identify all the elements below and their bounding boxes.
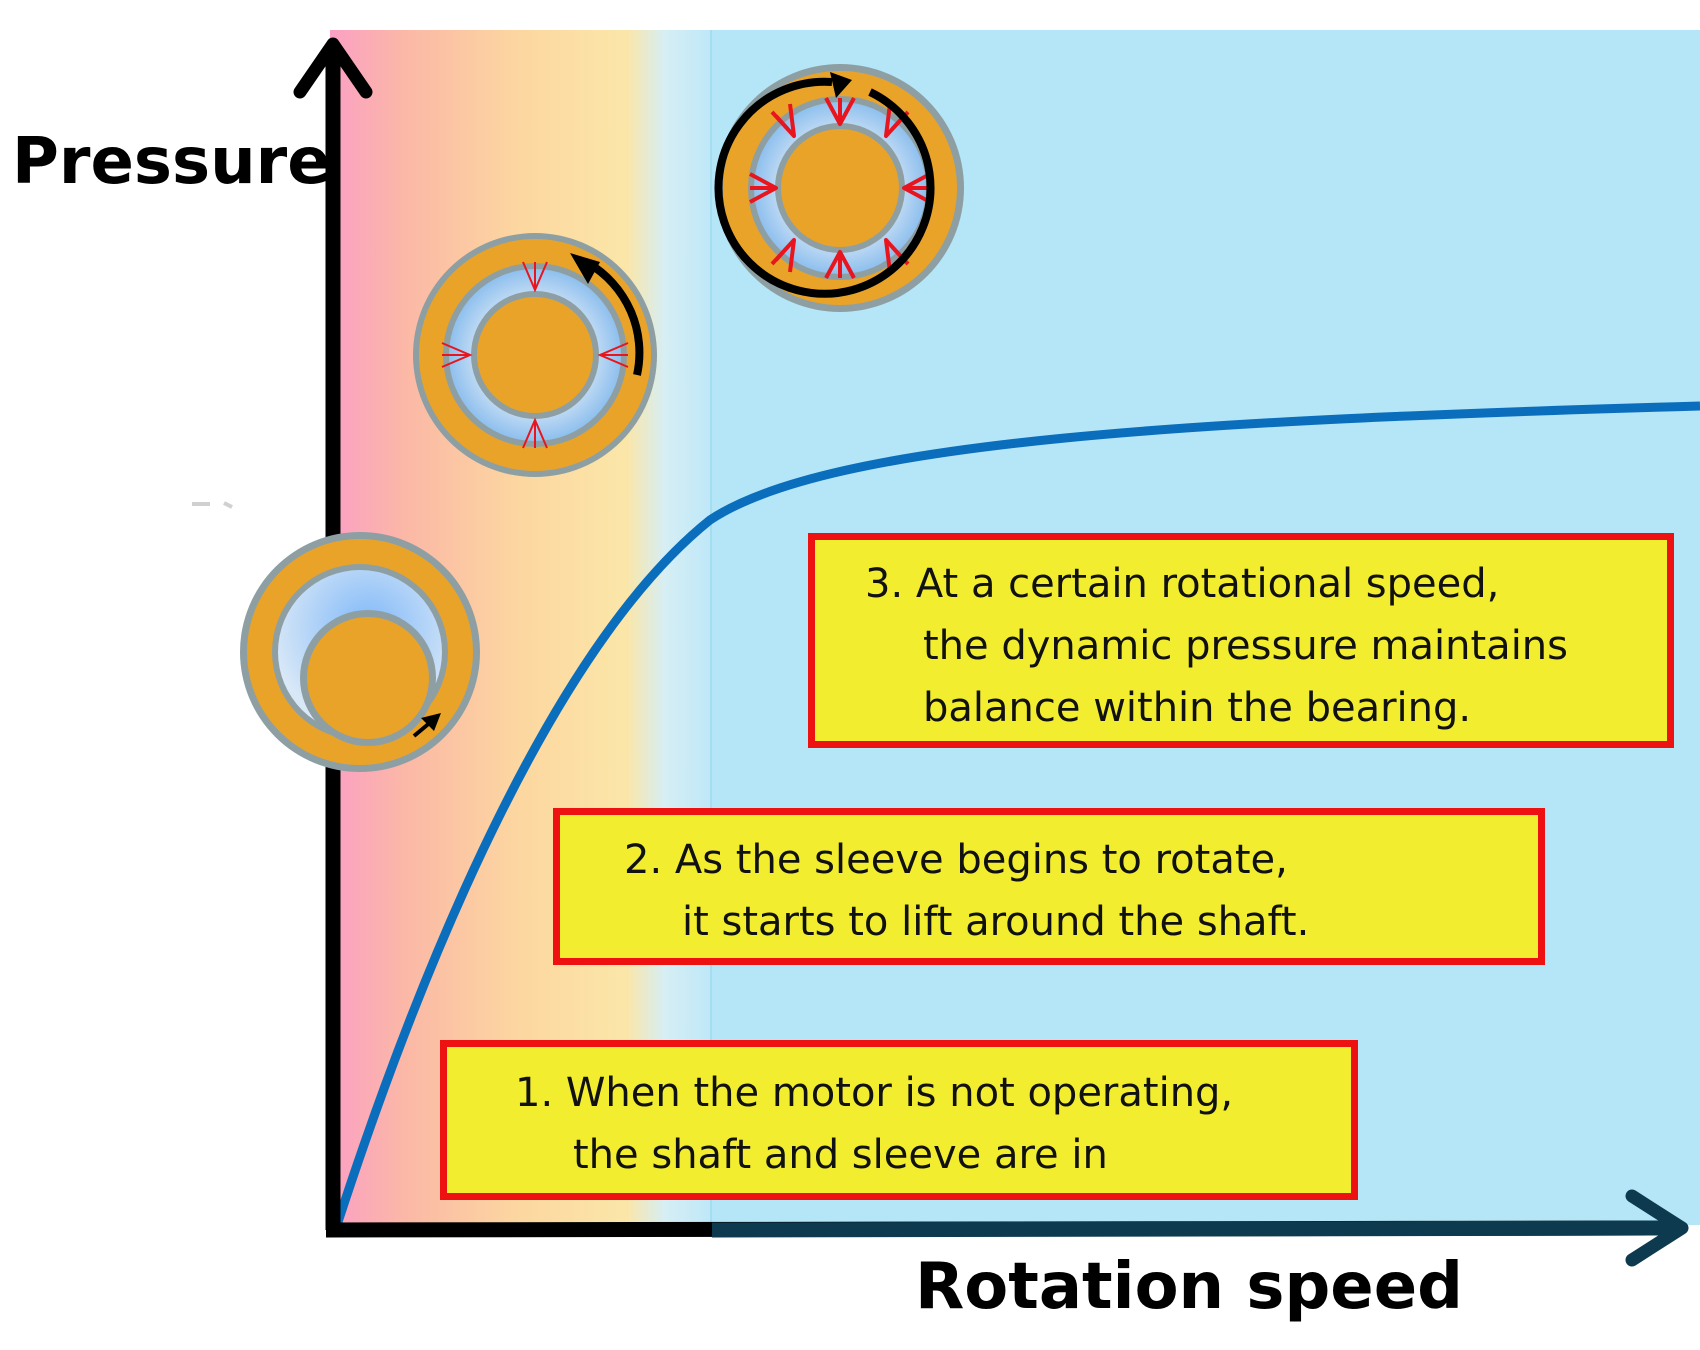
callout-stage-3-line-3: balance within the bearing.	[923, 685, 1472, 731]
y-axis-label: Pressure	[12, 125, 331, 199]
callout-stage-2-line-1: 2. As the sleeve begins to rotate,	[624, 837, 1288, 883]
callout-stage-3-line-1: 3. At a certain rotational speed,	[865, 561, 1500, 607]
x-axis-label: Rotation speed	[915, 1250, 1463, 1324]
bearing-lifting-icon	[413, 233, 657, 477]
x-axis-arrowhead	[1625, 1189, 1689, 1267]
y-axis-arrowhead	[293, 37, 373, 99]
callout-stage-3-line-2: the dynamic pressure maintains	[923, 623, 1568, 669]
callout-stage-1-line-2: the shaft and sleeve are in	[573, 1132, 1108, 1178]
bearing-balanced-icon	[714, 64, 964, 312]
callout-stage-1-line-1: 1. When the motor is not operating,	[515, 1070, 1234, 1116]
bearing-stationary-icon	[240, 532, 480, 772]
stray-mark	[192, 501, 233, 509]
callout-stage-2-line-2: it starts to lift around the shaft.	[682, 899, 1310, 945]
callout-stage-2: 2. As the sleeve begins to rotate, it st…	[553, 808, 1545, 965]
pressure-curve	[333, 401, 1700, 1224]
callout-stage-1: 1. When the motor is not operating, the …	[440, 1040, 1358, 1200]
callout-stage-3: 3. At a certain rotational speed, the dy…	[808, 533, 1674, 748]
x-axis-line-tint	[711, 1220, 1681, 1238]
